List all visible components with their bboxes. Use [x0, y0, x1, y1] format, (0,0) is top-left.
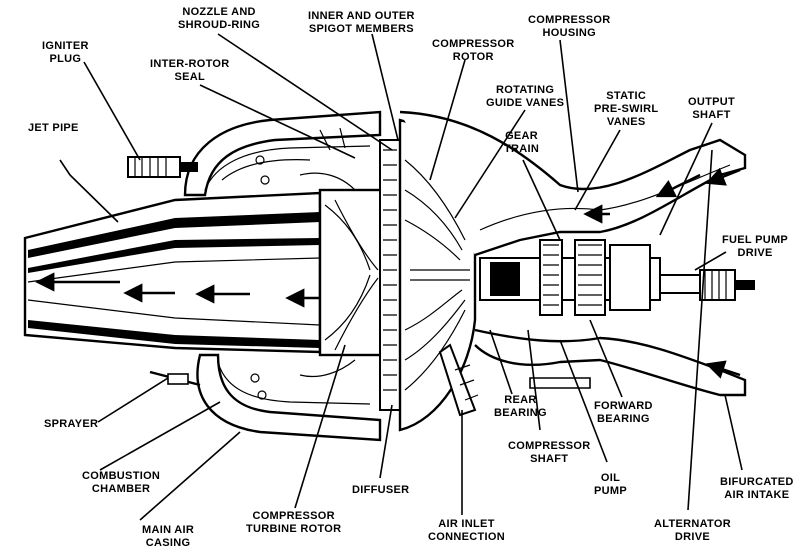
lower-combustion-casing: [196, 353, 382, 442]
igniter-plug: [127, 156, 198, 178]
label-diffuser: DIFFUSER: [352, 484, 410, 496]
label-sprayer: SPRAYER: [44, 418, 99, 430]
leader-lines: [59, 33, 743, 521]
air-inlet-connection: [438, 343, 479, 417]
lower-air-intake: [474, 328, 747, 397]
gear-train: [479, 239, 755, 316]
turbine-assembly: [318, 139, 401, 411]
jet-pipe: [23, 191, 322, 354]
label-jet-pipe: JET PIPE: [28, 122, 79, 134]
sprayer-nozzle: [149, 370, 201, 387]
compressor-housing: [399, 110, 747, 257]
upper-combustion-casing: [183, 110, 382, 197]
